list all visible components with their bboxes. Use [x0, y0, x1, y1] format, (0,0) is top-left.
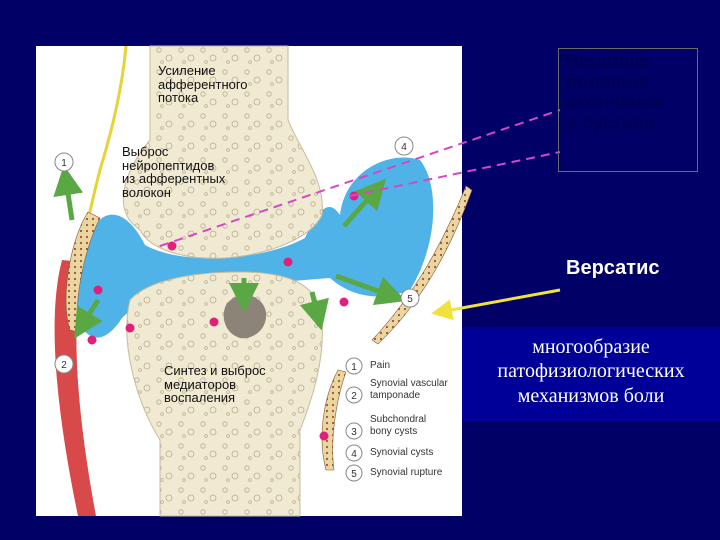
- svg-text:2: 2: [351, 391, 357, 402]
- marker-5: 5: [400, 288, 420, 308]
- legend-marker-2: 2: [345, 386, 363, 404]
- svg-text:1: 1: [61, 158, 67, 169]
- diagram-number-markers: 1 2 4 5: [54, 136, 420, 374]
- ligament-lower: [321, 369, 347, 471]
- pointer-dashed-1: [159, 109, 561, 247]
- legend-marker-5: 5: [345, 464, 363, 482]
- nerve-endings-text: Нервные болевые окончания в суставе.: [565, 51, 665, 134]
- versatis-label: Версатис: [566, 257, 660, 279]
- marker-1: 1: [54, 152, 74, 172]
- legend-bony-cysts: Subchondral bony cysts: [370, 414, 427, 437]
- svg-text:5: 5: [351, 469, 357, 480]
- svg-text:4: 4: [351, 449, 357, 460]
- legend-marker-4: 4: [345, 444, 363, 462]
- legend-synovial-cysts: Synovial cysts: [370, 447, 434, 458]
- marker-2: 2: [54, 354, 74, 374]
- ligament-right: [371, 185, 473, 345]
- pain-receptors: [87, 191, 359, 441]
- legend-vascular-tamponade: Synovial vascular tamponade: [370, 378, 448, 401]
- pointer-dashed-2: [349, 151, 561, 197]
- lower-bone: [126, 271, 323, 517]
- svg-text:5: 5: [407, 294, 413, 305]
- svg-text:3: 3: [351, 427, 357, 438]
- flow-arrows: [53, 165, 407, 339]
- label-mediator-synthesis: Синтез и выброс медиаторов воспаления: [164, 363, 266, 406]
- svg-text:1: 1: [351, 362, 357, 373]
- upper-bone: [122, 45, 323, 259]
- legend-pain: Pain: [370, 360, 391, 371]
- label-neuropeptide-release: Выброс нейропептидов из афферентных воло…: [122, 144, 226, 200]
- marker-4: 4: [394, 136, 414, 156]
- svg-text:4: 4: [401, 142, 407, 153]
- synovial-fluid: [75, 157, 434, 338]
- legend-markers: 1 2 3 4 5: [345, 357, 363, 482]
- legend-synovial-rupture: Synovial rupture: [370, 467, 443, 478]
- blood-vessel: [54, 260, 96, 516]
- legend-marker-1: 1: [345, 357, 363, 375]
- versatis-pointer: [431, 288, 561, 321]
- svg-text:2: 2: [61, 360, 67, 371]
- label-afferent-flow: Усиление афферентного потока: [158, 63, 248, 106]
- nerve-endings-box: [558, 48, 698, 172]
- legend-marker-3: 3: [345, 422, 363, 440]
- pain-mechanisms-box: многообразие патофизиологических механиз…: [462, 327, 720, 421]
- nerve-fiber: [84, 45, 128, 226]
- ligament-left: [65, 211, 101, 333]
